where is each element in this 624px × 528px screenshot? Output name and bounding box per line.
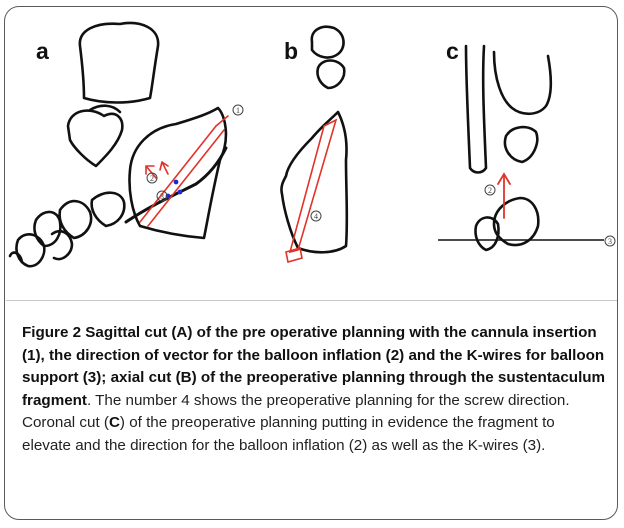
- upper-bone-b: [312, 27, 344, 58]
- marker-a2: 2: [150, 174, 154, 183]
- panel-label-b: b: [284, 38, 298, 65]
- panel-c-drawing: [466, 46, 551, 250]
- subtalar-line: [126, 148, 226, 222]
- caption-divider: [6, 300, 617, 301]
- fibula-bone: [466, 46, 486, 173]
- sustentaculum-bone: [281, 112, 346, 252]
- upper-bone-b-2: [317, 61, 344, 89]
- screw-outline: [290, 120, 336, 252]
- panel-c-marker-text: 2 3: [488, 186, 612, 246]
- navicular-bone: [92, 193, 125, 226]
- marker-c3: 3: [608, 237, 612, 246]
- screw-head: [286, 248, 302, 262]
- calcaneus-fragment: [494, 198, 538, 245]
- figure-label: Figure 2: [22, 324, 81, 341]
- marker-b4: 4: [314, 212, 318, 221]
- tibia-bone-c: [494, 52, 551, 114]
- marker-a3: 3: [160, 192, 164, 201]
- figure-illustration: 1 2 3 4 2 3: [0, 0, 624, 300]
- talus-bone-c: [505, 127, 537, 162]
- inflation-arrow-2: [160, 162, 168, 174]
- kwire-dot-1: [174, 180, 179, 185]
- kwire-dot-3: [178, 190, 183, 195]
- marker-a1: 1: [236, 106, 240, 115]
- panel-label-c: c: [446, 38, 459, 65]
- marker-c2: 2: [488, 186, 492, 195]
- panel-b-annotations: [286, 120, 336, 262]
- cannula-line-2: [148, 130, 224, 226]
- calcaneus-bone: [129, 108, 225, 238]
- caption-bold-c: C: [109, 414, 120, 431]
- panel-c-annotations: [498, 174, 510, 218]
- metatarsal-3: [52, 231, 72, 259]
- panel-label-a: a: [36, 38, 49, 65]
- figure-caption: Figure 2 Sagittal cut (A) of the pre ope…: [22, 322, 607, 457]
- tibia-bone: [80, 23, 158, 103]
- talus-bone: [68, 111, 122, 166]
- cuneiform-bone: [34, 212, 60, 246]
